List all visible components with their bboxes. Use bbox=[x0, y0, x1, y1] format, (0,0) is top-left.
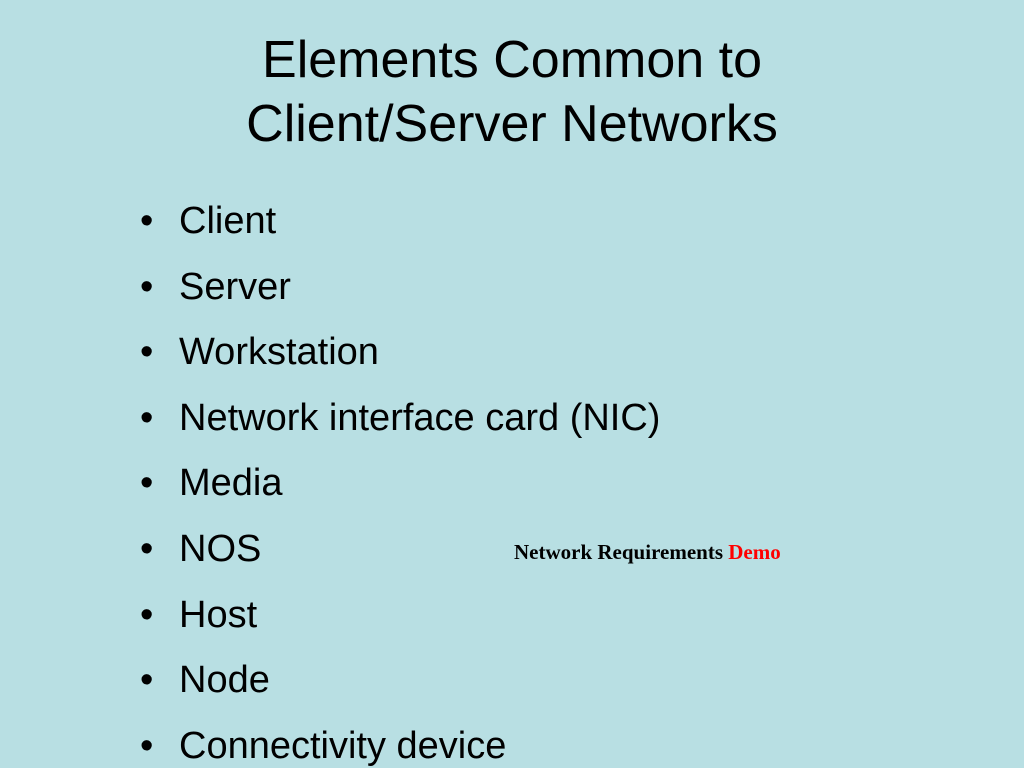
bullet-icon: • bbox=[140, 593, 154, 636]
list-item: • NOS bbox=[140, 517, 660, 583]
list-item-text: Client bbox=[179, 200, 277, 242]
list-item: • Server bbox=[140, 255, 660, 321]
list-item-text: Workstation bbox=[179, 331, 379, 374]
list-item: • Host bbox=[140, 583, 660, 649]
bullet-icon: • bbox=[140, 265, 154, 308]
slide-title: Elements Common to Client/Server Network… bbox=[0, 28, 1024, 156]
bullet-icon: • bbox=[140, 527, 154, 570]
bullet-icon: • bbox=[140, 659, 154, 702]
list-item: • Client bbox=[140, 189, 660, 255]
list-item-text: Host bbox=[179, 593, 258, 636]
list-item-text: Server bbox=[179, 265, 291, 308]
list-item: • Workstation bbox=[140, 320, 660, 386]
list-item-text: Media bbox=[179, 462, 283, 505]
list-item: • Network interface card (NIC) bbox=[140, 386, 660, 452]
slide-title-line-1: Elements Common to bbox=[262, 31, 762, 89]
bullet-icon: • bbox=[140, 200, 154, 242]
list-item: • Media bbox=[140, 451, 660, 517]
bullet-icon: • bbox=[140, 396, 154, 439]
list-item: • Connectivity device bbox=[140, 714, 660, 768]
list-item-text: Connectivity device bbox=[179, 724, 507, 767]
list-item-text: NOS bbox=[179, 527, 262, 570]
bullet-icon: • bbox=[140, 462, 154, 505]
list-item-text: Node bbox=[179, 659, 270, 702]
list-item-text: Network interface card (NIC) bbox=[179, 396, 661, 439]
demo-label: Demo bbox=[728, 540, 781, 564]
bullet-list: • Client • Server • Workstation • Network in… bbox=[140, 189, 660, 768]
slide-title-line-2: Client/Server Networks bbox=[246, 95, 778, 153]
list-item: • Node bbox=[140, 648, 660, 714]
network-requirements-demo-link[interactable]: Network Requirements Demo bbox=[514, 538, 781, 566]
bullet-icon: • bbox=[140, 724, 154, 767]
link-text: Network Requirements bbox=[514, 540, 723, 564]
bullet-icon: • bbox=[140, 331, 154, 374]
